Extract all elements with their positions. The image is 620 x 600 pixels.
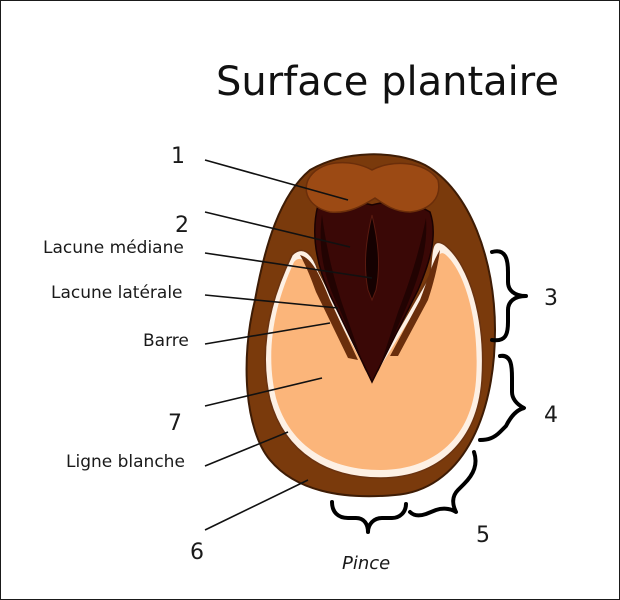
label-6: 6 — [190, 540, 204, 565]
leader-barre — [204, 322, 331, 345]
leader-1 — [204, 159, 349, 201]
leader-6 — [204, 479, 309, 531]
central-groove — [364, 214, 380, 302]
leader-lacune-laterale — [204, 294, 339, 309]
label-2: 2 — [175, 213, 189, 238]
label-7: 7 — [168, 411, 182, 436]
brace-4 — [478, 353, 526, 442]
label-lacune-mediane: Lacune médiane — [43, 238, 184, 258]
label-1: 1 — [171, 144, 185, 169]
leader-lacune-mediane — [204, 252, 373, 279]
label-ligne-blanche: Ligne blanche — [66, 452, 185, 472]
label-4: 4 — [544, 403, 558, 428]
diagram-title: Surface plantaire — [216, 59, 559, 105]
brace-3 — [490, 249, 528, 343]
label-pince: Pince — [342, 553, 390, 574]
label-5: 5 — [476, 523, 490, 548]
leader-7 — [204, 377, 323, 407]
label-barre: Barre — [143, 331, 189, 351]
brace-5 — [408, 450, 478, 518]
heel-bulbs — [305, 161, 440, 214]
leader-ligne-blanche — [204, 431, 289, 467]
sole — [271, 253, 477, 470]
label-3: 3 — [544, 286, 558, 311]
bar-right — [390, 250, 440, 356]
brace-pince — [330, 500, 408, 534]
label-lacune-laterale: Lacune latérale — [51, 283, 183, 303]
leader-2 — [204, 211, 351, 248]
